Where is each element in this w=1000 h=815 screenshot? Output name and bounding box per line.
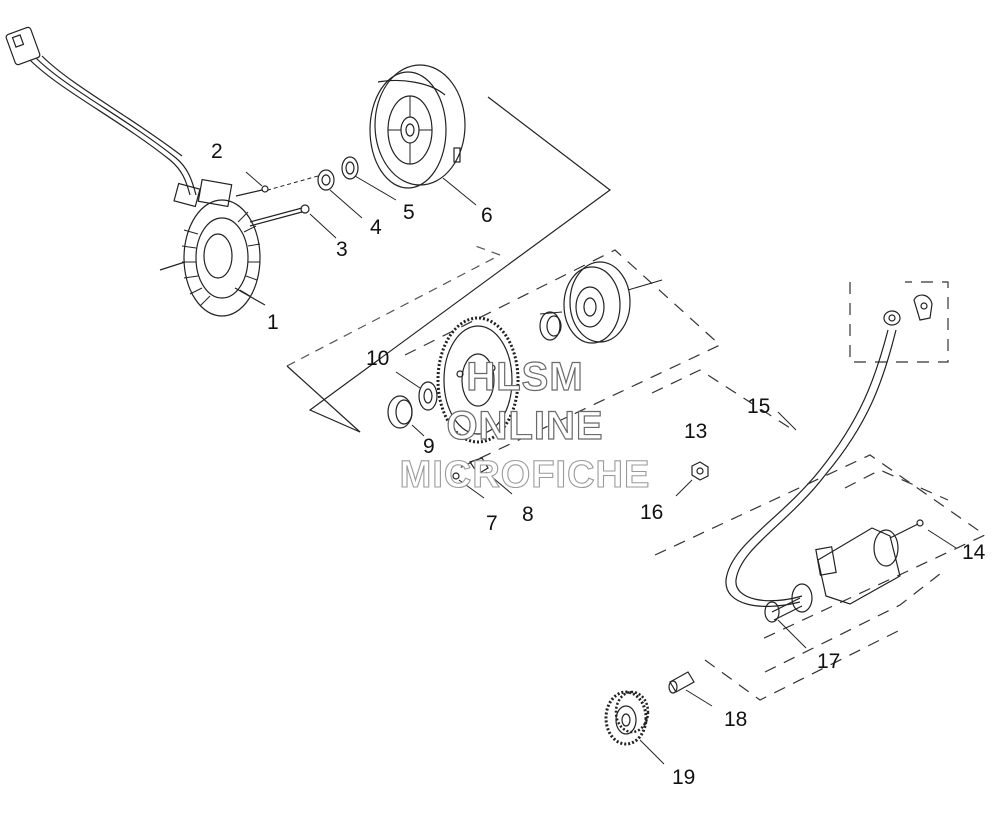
bolt-part-14 (889, 519, 957, 549)
callout-16: 16 (640, 501, 664, 524)
washer-part-10 (395, 371, 438, 411)
callout-5: 5 (403, 201, 415, 224)
callout-9: 9 (423, 435, 435, 458)
callout-17: 17 (817, 650, 841, 673)
ring-gear (436, 316, 520, 444)
screw-part-7 (452, 472, 485, 499)
washer-part-5 (341, 156, 397, 201)
callout-6: 6 (481, 204, 493, 227)
callout-7: 7 (486, 512, 498, 535)
callout-4: 4 (370, 216, 382, 239)
starter-clutch (563, 261, 663, 344)
bearing-part-4 (267, 169, 363, 219)
starter-motor (771, 527, 901, 621)
callout-10: 10 (366, 347, 390, 370)
bolt-part-3 (249, 204, 337, 239)
nut-part-16 (675, 461, 709, 497)
callout-3: 3 (336, 238, 348, 261)
flywheel-part-6 (369, 64, 477, 206)
o-ring-part-17 (764, 601, 807, 649)
shaft-part-18 (668, 671, 713, 707)
bushing-part-9 (387, 395, 425, 437)
callout-2: 2 (211, 140, 223, 163)
callout-1: 1 (267, 311, 279, 334)
screw-part-2 (235, 171, 269, 197)
starter-cable-part-15 (725, 294, 933, 607)
stator-part-1 (5, 26, 266, 317)
group-outline-starter (404, 249, 987, 701)
callout-13: 13 (684, 420, 708, 443)
callout-18: 18 (724, 708, 748, 731)
bushing-part-13-area (539, 311, 563, 341)
group-outline-upper (286, 96, 612, 433)
callout-15: 15 (747, 395, 771, 418)
callout-14: 14 (962, 541, 986, 564)
plate-part-8 (469, 457, 513, 495)
callout-8: 8 (522, 503, 534, 526)
starter-gear-part-19 (604, 690, 665, 765)
callout-19: 19 (672, 766, 696, 789)
